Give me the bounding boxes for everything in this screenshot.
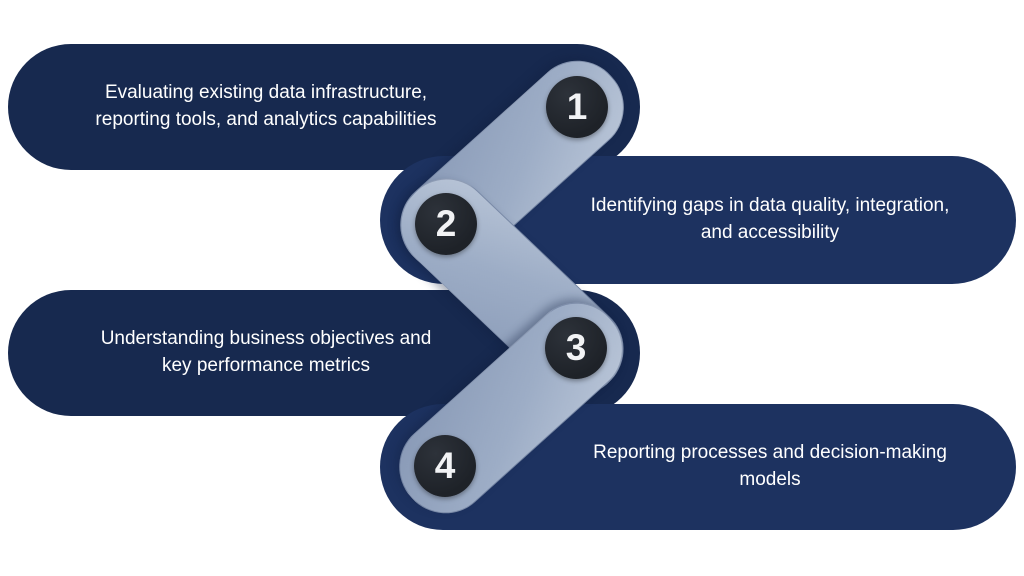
step-label-2: Identifying gaps in data quality, integr…: [590, 195, 950, 243]
step-number-circle-3: 3: [545, 317, 607, 379]
step-number-2: 2: [435, 203, 457, 244]
step-label-1: Evaluating existing data infrastructure,…: [95, 82, 437, 130]
step-number-circle-2: 2: [415, 193, 477, 255]
step-number-1: 1: [566, 86, 588, 127]
step-number-circle-1: 1: [546, 76, 608, 138]
step-label-4: Reporting processes and decision-making …: [593, 442, 947, 490]
step-number-circle-4: 4: [414, 435, 476, 497]
step-label-3: Understanding business objectives and ke…: [100, 328, 432, 376]
step-number-3: 3: [565, 327, 587, 368]
step-number-4: 4: [434, 445, 456, 486]
